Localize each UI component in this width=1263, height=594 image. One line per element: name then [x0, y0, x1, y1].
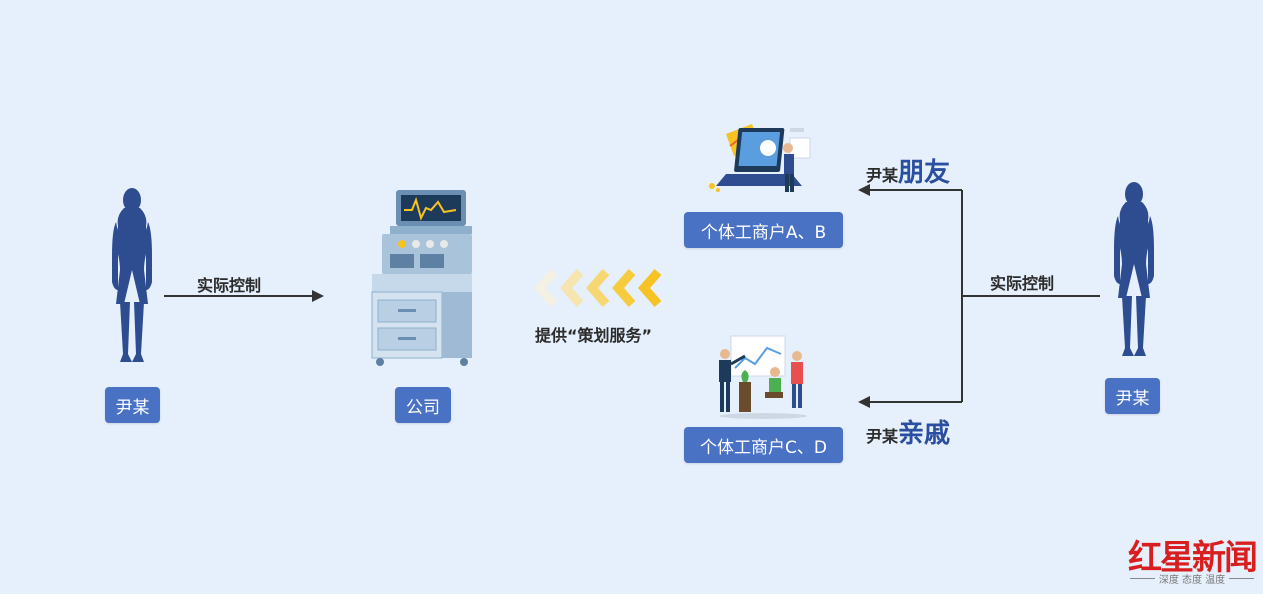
control-label-left: 实际控制	[197, 276, 262, 295]
company-tag: 公司	[395, 387, 451, 423]
person-name-left: 尹某	[105, 387, 160, 423]
service-label: 提供“策划服务”	[535, 326, 653, 345]
laptop-icon	[709, 124, 811, 192]
business-cd-tag: 个体工商户C、D	[684, 427, 843, 463]
friend-prefix: 尹某	[866, 166, 899, 185]
watermark-slogan-row: 深度 态度 温度	[1130, 571, 1255, 586]
relative-label: 尹某亲戚	[866, 413, 950, 450]
friend-emphasis: 朋友	[898, 158, 951, 188]
divider	[1229, 578, 1255, 579]
business-ab-tag: 个体工商户A、B	[684, 212, 843, 248]
machine-icon	[371, 190, 472, 366]
person-name-right: 尹某	[1105, 378, 1160, 414]
person-silhouette-right	[1114, 182, 1154, 356]
team-meeting-icon	[719, 335, 807, 419]
watermark-logo: 红星新闻	[1128, 538, 1258, 578]
watermark-slogan: 深度 态度 温度	[1158, 575, 1226, 586]
control-bracket-right	[858, 184, 1100, 408]
friend-label: 尹某朋友	[866, 152, 950, 189]
control-label-right: 实际控制	[990, 274, 1055, 293]
relative-emphasis: 亲戚	[898, 419, 951, 449]
relative-prefix: 尹某	[866, 427, 899, 446]
control-arrow-left	[164, 290, 324, 302]
divider	[1130, 578, 1155, 579]
person-silhouette-left	[112, 188, 152, 362]
chevron-arrows-icon	[534, 269, 662, 307]
